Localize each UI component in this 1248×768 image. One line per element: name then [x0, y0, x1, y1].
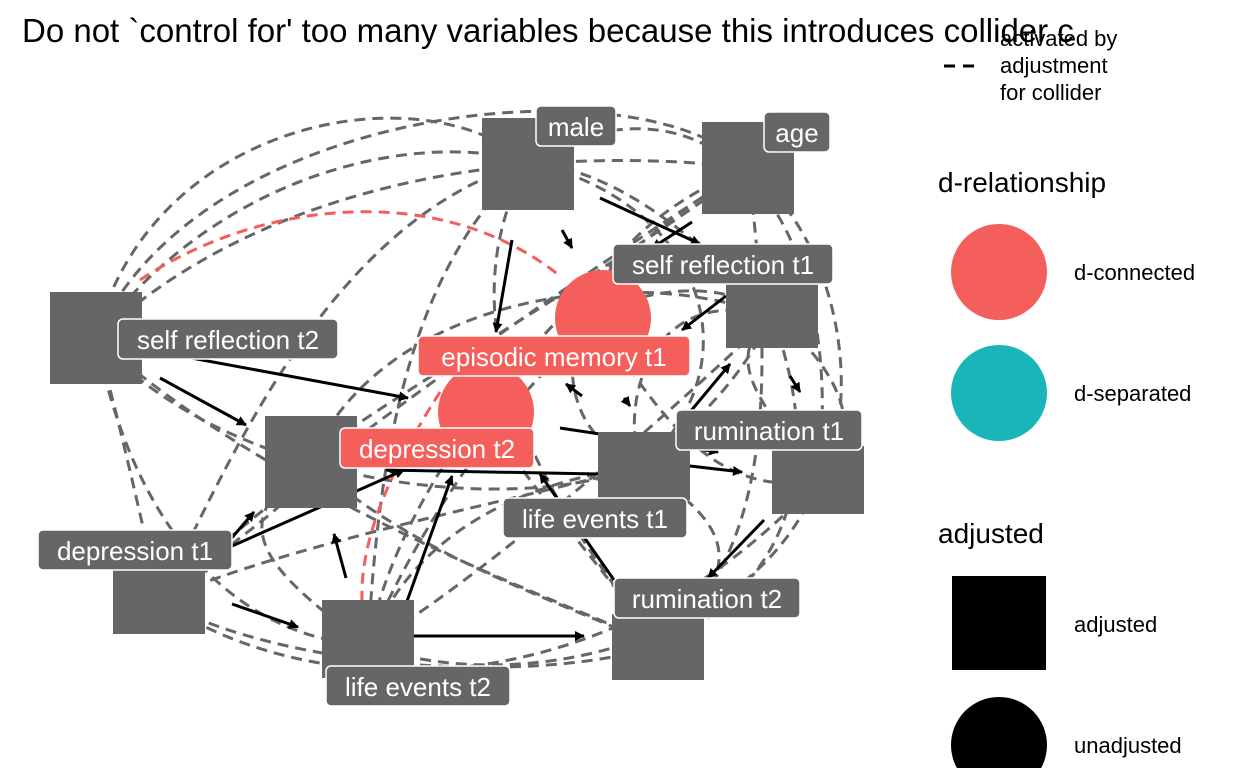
dashed-edge [94, 159, 749, 340]
directed-edge [681, 294, 727, 332]
label-life-events-t1: life events t1 [502, 497, 688, 539]
directed-edge [404, 475, 454, 605]
legend-d-connected-swatch [951, 224, 1047, 320]
legend-edge-type: activated by adjustment for collider [944, 26, 1124, 105]
svg-text:life events t1: life events t1 [522, 504, 668, 534]
node-rumination-t1 [772, 446, 864, 514]
label-depression-t1: depression t1 [37, 529, 233, 571]
svg-text:episodic memory t1: episodic memory t1 [441, 342, 666, 372]
svg-text:rumination t1: rumination t1 [694, 416, 844, 446]
legend-edge-label: activated by adjustment for collider [1000, 26, 1124, 105]
directed-edge [159, 376, 247, 427]
label-life-events-t2: life events t2 [325, 665, 511, 707]
dashed-edge [159, 464, 643, 602]
svg-text:life events t2: life events t2 [345, 672, 491, 702]
directed-edge [620, 395, 632, 407]
label-self-reflection-t1: self reflection t1 [612, 243, 834, 285]
dashed-edge [367, 479, 820, 667]
legend-unadjusted-label: unadjusted [1074, 733, 1182, 758]
dashed-edge [95, 336, 659, 649]
directed-edge [706, 518, 766, 580]
svg-text:depression t2: depression t2 [359, 434, 515, 464]
label-age: age [763, 111, 831, 153]
d-connected-edges [139, 210, 561, 601]
dashed-edge [527, 160, 705, 468]
directed-edge [560, 229, 574, 249]
legend-d-separated-label: d-separated [1074, 381, 1191, 406]
dashed-edge [632, 308, 773, 467]
dashed-edge [94, 109, 750, 339]
node-rumination-t2 [612, 614, 704, 680]
dashed-edge [94, 337, 643, 491]
node-depression-t1 [113, 568, 205, 634]
directed-edge [492, 239, 514, 333]
svg-text:rumination t2: rumination t2 [632, 584, 782, 614]
legend-adjusted-swatch [952, 576, 1046, 670]
dashed-edge [366, 464, 643, 646]
node-life-events-t2 [322, 600, 414, 678]
svg-text:male: male [548, 112, 604, 142]
dashed-edge-red [360, 391, 442, 601]
dashed-edge [94, 116, 529, 339]
directed-edges [147, 196, 802, 641]
directed-edge [565, 382, 583, 398]
dashed-edge [260, 460, 369, 647]
svg-text:age: age [775, 118, 818, 148]
dashed-edge [159, 478, 820, 672]
dashed-edge-red [139, 210, 561, 282]
directed-edge [689, 464, 743, 476]
legend: activated by adjustment for collider d-r… [938, 26, 1195, 768]
label-depression-t2: depression t2 [339, 427, 535, 469]
label-male: male [535, 105, 617, 147]
dashed-edge [94, 337, 162, 601]
legend-adjusted-title: adjusted [938, 518, 1044, 549]
node-labels: male age self reflection t1 self reflect… [37, 105, 863, 707]
legend-d-separated-swatch [951, 345, 1047, 441]
legend-adjusted-label: adjusted [1074, 612, 1157, 637]
directed-edge [228, 511, 256, 541]
label-self-reflection-t2: self reflection t2 [117, 318, 339, 360]
label-rumination-t1: rumination t1 [675, 409, 863, 451]
label-episodic-memory-t1: episodic memory t1 [417, 335, 691, 377]
directed-edge [331, 533, 348, 579]
svg-text:self reflection t1: self reflection t1 [632, 250, 814, 280]
directed-edge [788, 375, 802, 393]
legend-d-relationship-title: d-relationship [938, 167, 1106, 198]
node-self-reflection-t1 [726, 284, 818, 348]
directed-edge [385, 465, 599, 476]
node-life-events-t1 [598, 432, 690, 500]
svg-text:depression t1: depression t1 [57, 536, 213, 566]
legend-unadjusted-swatch [951, 697, 1047, 768]
dashed-edge [94, 150, 529, 339]
page-title: Do not `control for' too many variables … [22, 12, 1074, 49]
directed-edge [688, 363, 732, 413]
svg-text:self reflection t2: self reflection t2 [137, 325, 319, 355]
label-rumination-t2: rumination t2 [613, 577, 801, 619]
directed-edge [599, 196, 701, 246]
directed-edge [231, 602, 299, 629]
legend-d-connected-label: d-connected [1074, 260, 1195, 285]
dashed-edge [308, 290, 773, 463]
